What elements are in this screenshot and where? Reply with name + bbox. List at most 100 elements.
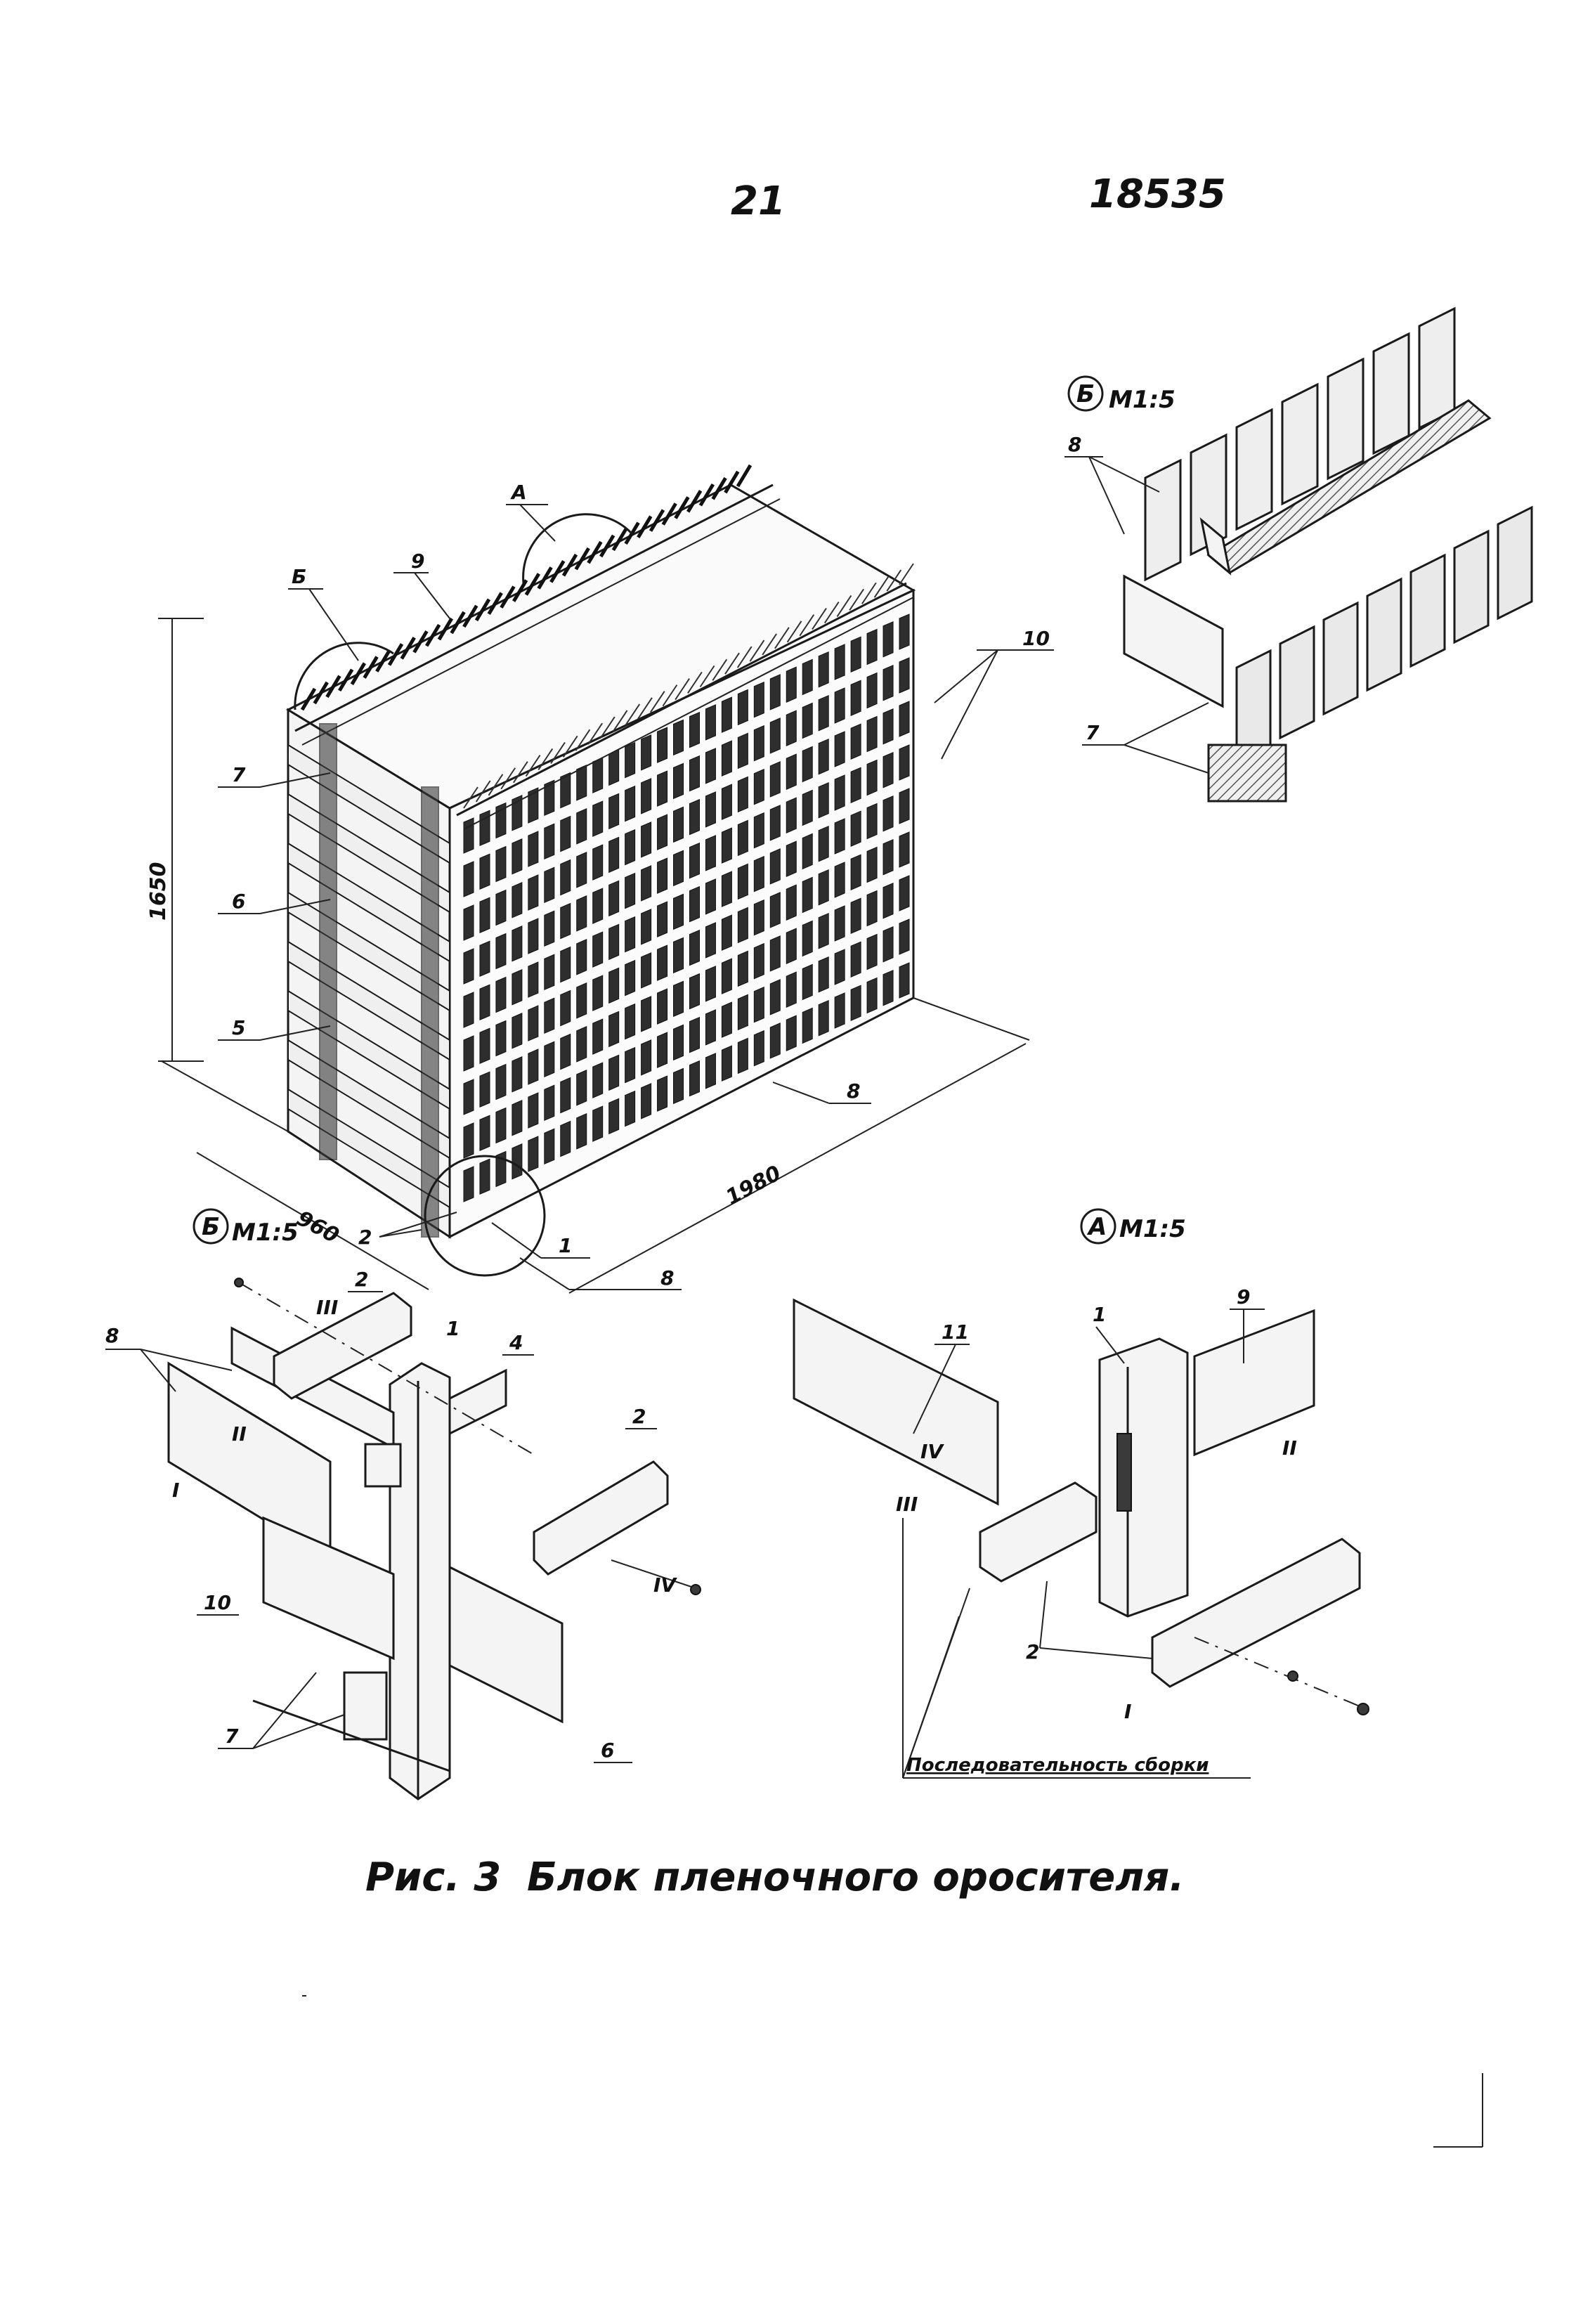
slat bbox=[479, 1071, 490, 1108]
slat bbox=[689, 1060, 700, 1097]
slat bbox=[737, 863, 748, 900]
comb-tooth bbox=[674, 496, 690, 519]
slat bbox=[528, 1049, 539, 1085]
detail-b-bottom-sheet6 bbox=[448, 1565, 564, 1724]
slat bbox=[495, 1020, 507, 1057]
slat bbox=[866, 759, 878, 796]
comb-tooth bbox=[437, 617, 454, 641]
slat bbox=[592, 888, 604, 924]
detail-b-top-sheets bbox=[1144, 306, 1533, 764]
slat bbox=[641, 1083, 652, 1119]
slat bbox=[528, 787, 539, 824]
label-roman-2-bbot: II bbox=[232, 1422, 247, 1446]
slat bbox=[689, 885, 700, 923]
comb-tooth bbox=[537, 566, 553, 590]
slat bbox=[850, 941, 861, 978]
slat bbox=[641, 778, 652, 814]
label-b-main: Б bbox=[292, 565, 306, 588]
slat bbox=[560, 1077, 571, 1114]
comb-tooth bbox=[711, 476, 727, 500]
slat bbox=[544, 866, 555, 904]
post-left-1 bbox=[319, 723, 337, 1160]
slat bbox=[463, 1079, 474, 1115]
comb-tooth bbox=[500, 585, 516, 609]
label-a-main: А bbox=[510, 481, 527, 504]
slat bbox=[576, 1113, 587, 1150]
label-1-bbot: 1 bbox=[446, 1317, 460, 1340]
comb-tooth bbox=[698, 483, 715, 507]
figure-title: Блок пленочного оросителя. bbox=[527, 1855, 1185, 1900]
detail-b-top-beam-end bbox=[1207, 744, 1287, 803]
label-8-main-bottom: 8 bbox=[660, 1266, 674, 1290]
detail-b-bottom-scale: М1:5 bbox=[232, 1219, 299, 1247]
slat bbox=[899, 875, 910, 911]
slat bbox=[866, 933, 878, 971]
slat bbox=[512, 795, 523, 831]
slat bbox=[705, 748, 716, 784]
detail-a-marker bbox=[1080, 1208, 1116, 1245]
top-rail-1 bbox=[294, 483, 774, 732]
comb-tooth bbox=[549, 559, 566, 583]
detail-b-bottom-bar4 bbox=[448, 1368, 507, 1436]
slat bbox=[866, 672, 878, 709]
comb-tooth bbox=[300, 687, 317, 711]
slat bbox=[641, 1039, 652, 1076]
slat bbox=[866, 846, 878, 883]
label-7-bbot: 7 bbox=[225, 1725, 239, 1748]
slat bbox=[463, 817, 474, 854]
slat bbox=[689, 1016, 700, 1053]
detail-circle-b2 bbox=[424, 1155, 546, 1277]
detail-a-bar2-right bbox=[1151, 1538, 1361, 1688]
slat bbox=[463, 1035, 474, 1072]
slat bbox=[528, 1136, 539, 1172]
slat bbox=[834, 774, 845, 811]
comb-tooth bbox=[363, 656, 379, 679]
slat bbox=[641, 822, 652, 858]
detail-a: А М1:5 11 1 9 2 I II III IV Последова bbox=[793, 1208, 1369, 1779]
slat bbox=[560, 772, 571, 809]
comb-line bbox=[812, 608, 827, 630]
detail-b-bottom-block7 bbox=[343, 1671, 388, 1741]
slat bbox=[899, 831, 910, 868]
slat bbox=[657, 901, 668, 937]
comb-tooth bbox=[599, 534, 616, 558]
comb-tooth bbox=[474, 598, 491, 622]
slat bbox=[883, 882, 894, 919]
slat bbox=[818, 912, 829, 949]
slat bbox=[689, 973, 700, 1010]
slat bbox=[769, 674, 781, 710]
slat bbox=[528, 961, 539, 998]
comb-line bbox=[861, 582, 877, 604]
comb-line bbox=[562, 735, 578, 758]
btop-sheet-lower bbox=[1409, 553, 1446, 668]
label-10-main: 10 bbox=[1022, 627, 1050, 650]
label-roman-4-bbot: IV bbox=[653, 1573, 677, 1597]
detail-circle-b bbox=[294, 642, 394, 710]
slat bbox=[834, 687, 845, 724]
comb-tooth bbox=[350, 662, 367, 685]
slat bbox=[899, 744, 910, 781]
slat bbox=[721, 1045, 732, 1082]
slat bbox=[883, 708, 894, 745]
slat bbox=[705, 1053, 716, 1089]
comb-tooth bbox=[313, 681, 329, 705]
comb-tooth bbox=[424, 623, 441, 647]
slat bbox=[463, 904, 474, 941]
dim-length-label: 1980 bbox=[722, 1161, 785, 1210]
slat bbox=[673, 937, 684, 974]
slat bbox=[883, 969, 894, 1006]
slat bbox=[866, 977, 878, 1014]
slat bbox=[818, 825, 829, 862]
detail-b-top: Б М1:5 8 7 bbox=[1064, 306, 1533, 803]
label-7-btop: 7 bbox=[1086, 721, 1100, 744]
comb-tooth bbox=[574, 547, 590, 571]
slat bbox=[625, 1003, 636, 1040]
slat bbox=[608, 793, 620, 830]
slat bbox=[818, 781, 829, 819]
comb-tooth bbox=[724, 470, 740, 494]
detail-circle-a bbox=[522, 513, 634, 584]
slat bbox=[479, 940, 490, 978]
slat bbox=[689, 798, 700, 836]
label-roman-3-a: III bbox=[896, 1493, 918, 1516]
comb-tooth bbox=[337, 668, 354, 692]
